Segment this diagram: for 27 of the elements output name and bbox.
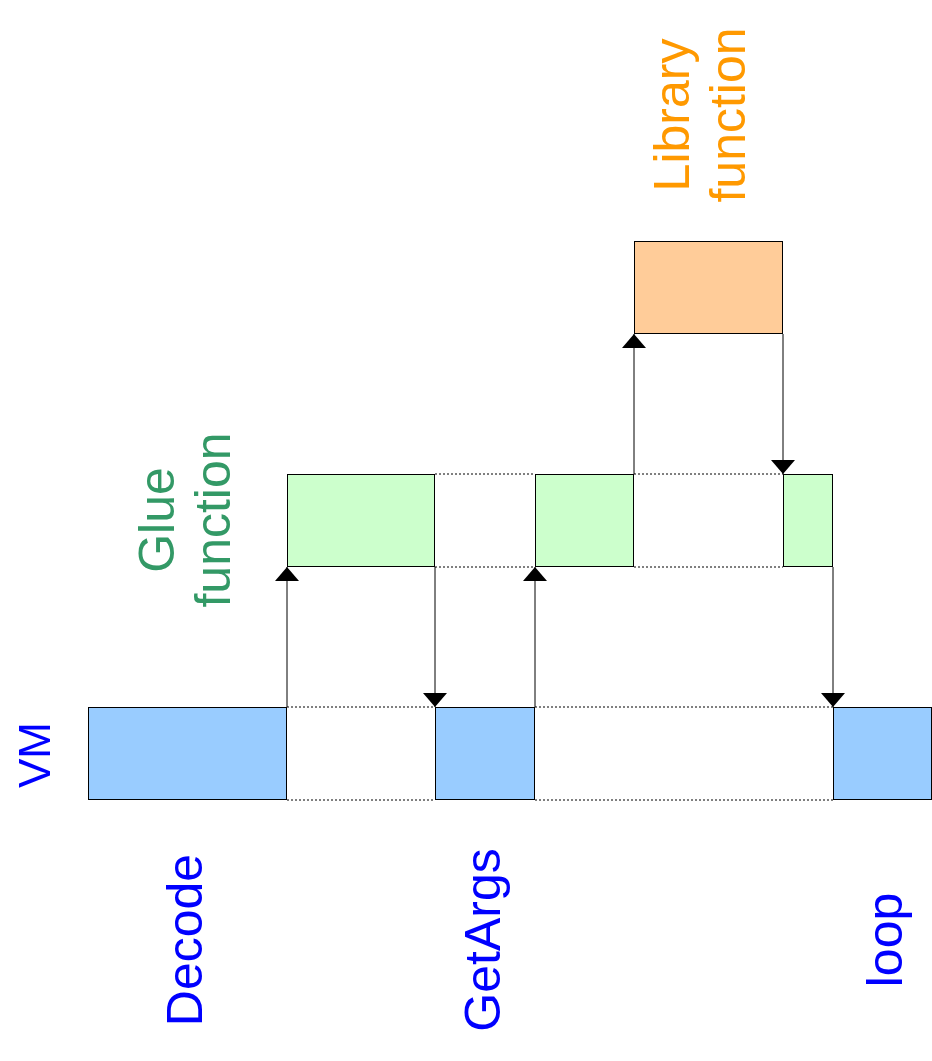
arrow: [821, 566, 845, 708]
phase-label: GetArgs: [455, 848, 511, 1032]
dotted-line: [286, 706, 436, 708]
arrow: [423, 566, 447, 708]
library-block: [634, 241, 783, 334]
dotted-line: [633, 566, 784, 568]
dotted-line: [434, 473, 536, 475]
vm-block: [833, 707, 932, 800]
glue-block: [535, 474, 634, 567]
lane-title: Glue function: [129, 431, 241, 610]
lane-title: Library function: [644, 26, 756, 205]
arrow: [622, 333, 646, 475]
dotted-line: [534, 799, 834, 801]
lane-title: VM: [9, 722, 60, 788]
arrow: [275, 566, 299, 708]
dotted-line: [534, 706, 834, 708]
phase-label: Decode: [157, 853, 213, 1027]
vm-block: [88, 707, 287, 800]
dotted-line: [633, 473, 784, 475]
glue-block: [783, 474, 833, 567]
glue-block: [287, 474, 435, 567]
dotted-line: [434, 566, 536, 568]
arrow: [523, 566, 547, 708]
dotted-line: [286, 799, 436, 801]
arrow: [771, 333, 795, 475]
vm-block: [435, 707, 535, 800]
phase-label: loop: [857, 892, 913, 988]
